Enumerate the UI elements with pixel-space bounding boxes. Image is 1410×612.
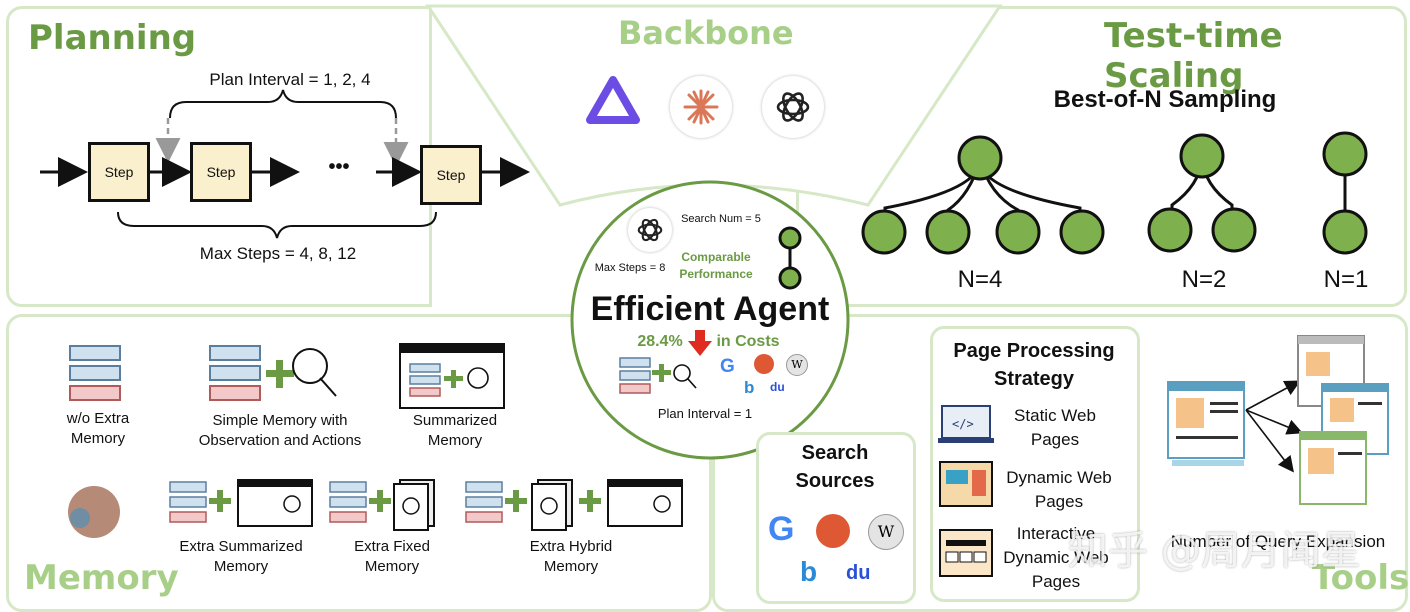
efficient-agent-title: Efficient Agent: [590, 290, 830, 328]
percent-label: 28.4%: [637, 333, 683, 350]
tree-node: [925, 209, 971, 255]
simple-memory-label-1: Simple Memory with: [212, 412, 348, 429]
tree-node: [1179, 133, 1225, 179]
extra-hybrid-label-1: Extra Hybrid: [529, 538, 613, 555]
openai-logo-icon: [628, 208, 672, 252]
step-box-1: Step: [88, 142, 150, 202]
document-icon: [1167, 381, 1245, 466]
tts-title: Test-time Scaling: [1104, 16, 1283, 96]
n1-label: N=1: [1323, 266, 1369, 293]
openai-logo-icon: [762, 76, 824, 138]
tools-title: Tools: [1312, 558, 1410, 598]
step-label: Step: [436, 167, 466, 183]
static-page-label-2: Pages: [1030, 430, 1080, 449]
plan-interval-center-label: Plan Interval = 1: [657, 406, 753, 421]
extra-fixed-label-2: Memory: [364, 558, 420, 575]
duckduckgo-icon: [816, 514, 850, 548]
wo-memory-label-2: Memory: [70, 430, 126, 447]
n4-label: N=4: [957, 266, 1003, 293]
dynamic-page-label-2: Pages: [1034, 492, 1084, 511]
code-laptop-icon: </>: [938, 405, 994, 443]
search-sources-title-2: Sources: [795, 470, 875, 492]
search-num-label: Search Num = 5: [681, 213, 761, 225]
step-box-3: Step: [420, 145, 482, 205]
simple-memory-label-2: Observation and Actions: [198, 432, 362, 449]
comparable-label: Comparable: [681, 250, 751, 264]
svg-text:</>: </>: [952, 417, 974, 431]
bing-icon: b: [744, 378, 755, 397]
plan-interval-label: Plan Interval = 1, 2, 4: [209, 70, 371, 89]
interactive-page-icon: [939, 529, 993, 577]
ellipsis: •••: [328, 156, 350, 178]
dynamic-page-icon: [939, 461, 993, 507]
step-label: Step: [206, 164, 236, 180]
in-costs-label: in Costs: [716, 333, 780, 350]
step-label: Step: [104, 164, 134, 180]
query-expansion-label: Number of Query Expansion: [1170, 532, 1386, 551]
wo-memory-label-1: w/o Extra: [66, 410, 130, 427]
tts-subtitle: Best-of-N Sampling: [1053, 86, 1277, 113]
interactive-page-label-3: Pages: [1031, 572, 1081, 591]
wikipedia-icon: W: [786, 354, 808, 376]
notes-icon: [69, 345, 121, 401]
wikipedia-icon: W: [868, 514, 904, 550]
watermark: 知乎 @周月闻星: [1068, 528, 1361, 574]
tree-node: [861, 209, 907, 255]
extra-fixed-label-1: Extra Fixed: [354, 538, 430, 555]
extra-hybrid-label-2: Memory: [543, 558, 599, 575]
page-processing-title-1: Page Processing: [953, 340, 1115, 362]
baidu-icon: du: [846, 562, 871, 584]
performance-label: Performance: [679, 267, 753, 281]
backbone-title: Backbone: [618, 14, 794, 52]
tree-node: [1322, 209, 1368, 255]
notes-icon: [209, 345, 261, 401]
static-page-label-1: Static Web: [1014, 406, 1096, 425]
summarized-memory-label-2: Memory: [427, 432, 483, 449]
baidu-icon: du: [770, 380, 785, 394]
summarized-memory-label-1: Summarized: [412, 412, 498, 429]
dynamic-page-label-1: Dynamic Web: [1006, 468, 1112, 487]
planning-title: Planning: [28, 18, 197, 58]
google-icon: G: [768, 510, 795, 548]
extra-summarized-label-1: Extra Summarized: [179, 538, 303, 555]
step-box-2: Step: [190, 142, 252, 202]
tree-node: [1322, 131, 1368, 177]
max-steps-label: Max Steps = 4, 8, 12: [199, 244, 357, 263]
interactive-page-label-1: Interactive: [1016, 524, 1096, 543]
n2-label: N=2: [1181, 266, 1227, 293]
duckduckgo-icon: [754, 354, 774, 374]
interactive-page-label-2: Dynamic Web: [1003, 548, 1109, 567]
search-sources-title-1: Search: [801, 442, 869, 464]
google-icon: G: [720, 356, 735, 377]
claude-logo-icon: [670, 76, 732, 138]
memory-title: Memory: [24, 558, 179, 598]
page-processing-title-2: Strategy: [993, 368, 1075, 390]
tree-node: [1147, 207, 1193, 253]
max-steps-center-label: Max Steps = 8: [594, 262, 666, 274]
tree-node: [957, 135, 1003, 181]
tree-node: [1211, 207, 1257, 253]
tree-node: [1059, 209, 1105, 255]
qwen-logo-icon: [582, 74, 644, 136]
tree-node: [995, 209, 1041, 255]
extra-summarized-label-2: Memory: [213, 558, 269, 575]
bing-icon: b: [800, 556, 818, 587]
document-icon: [1299, 431, 1367, 505]
